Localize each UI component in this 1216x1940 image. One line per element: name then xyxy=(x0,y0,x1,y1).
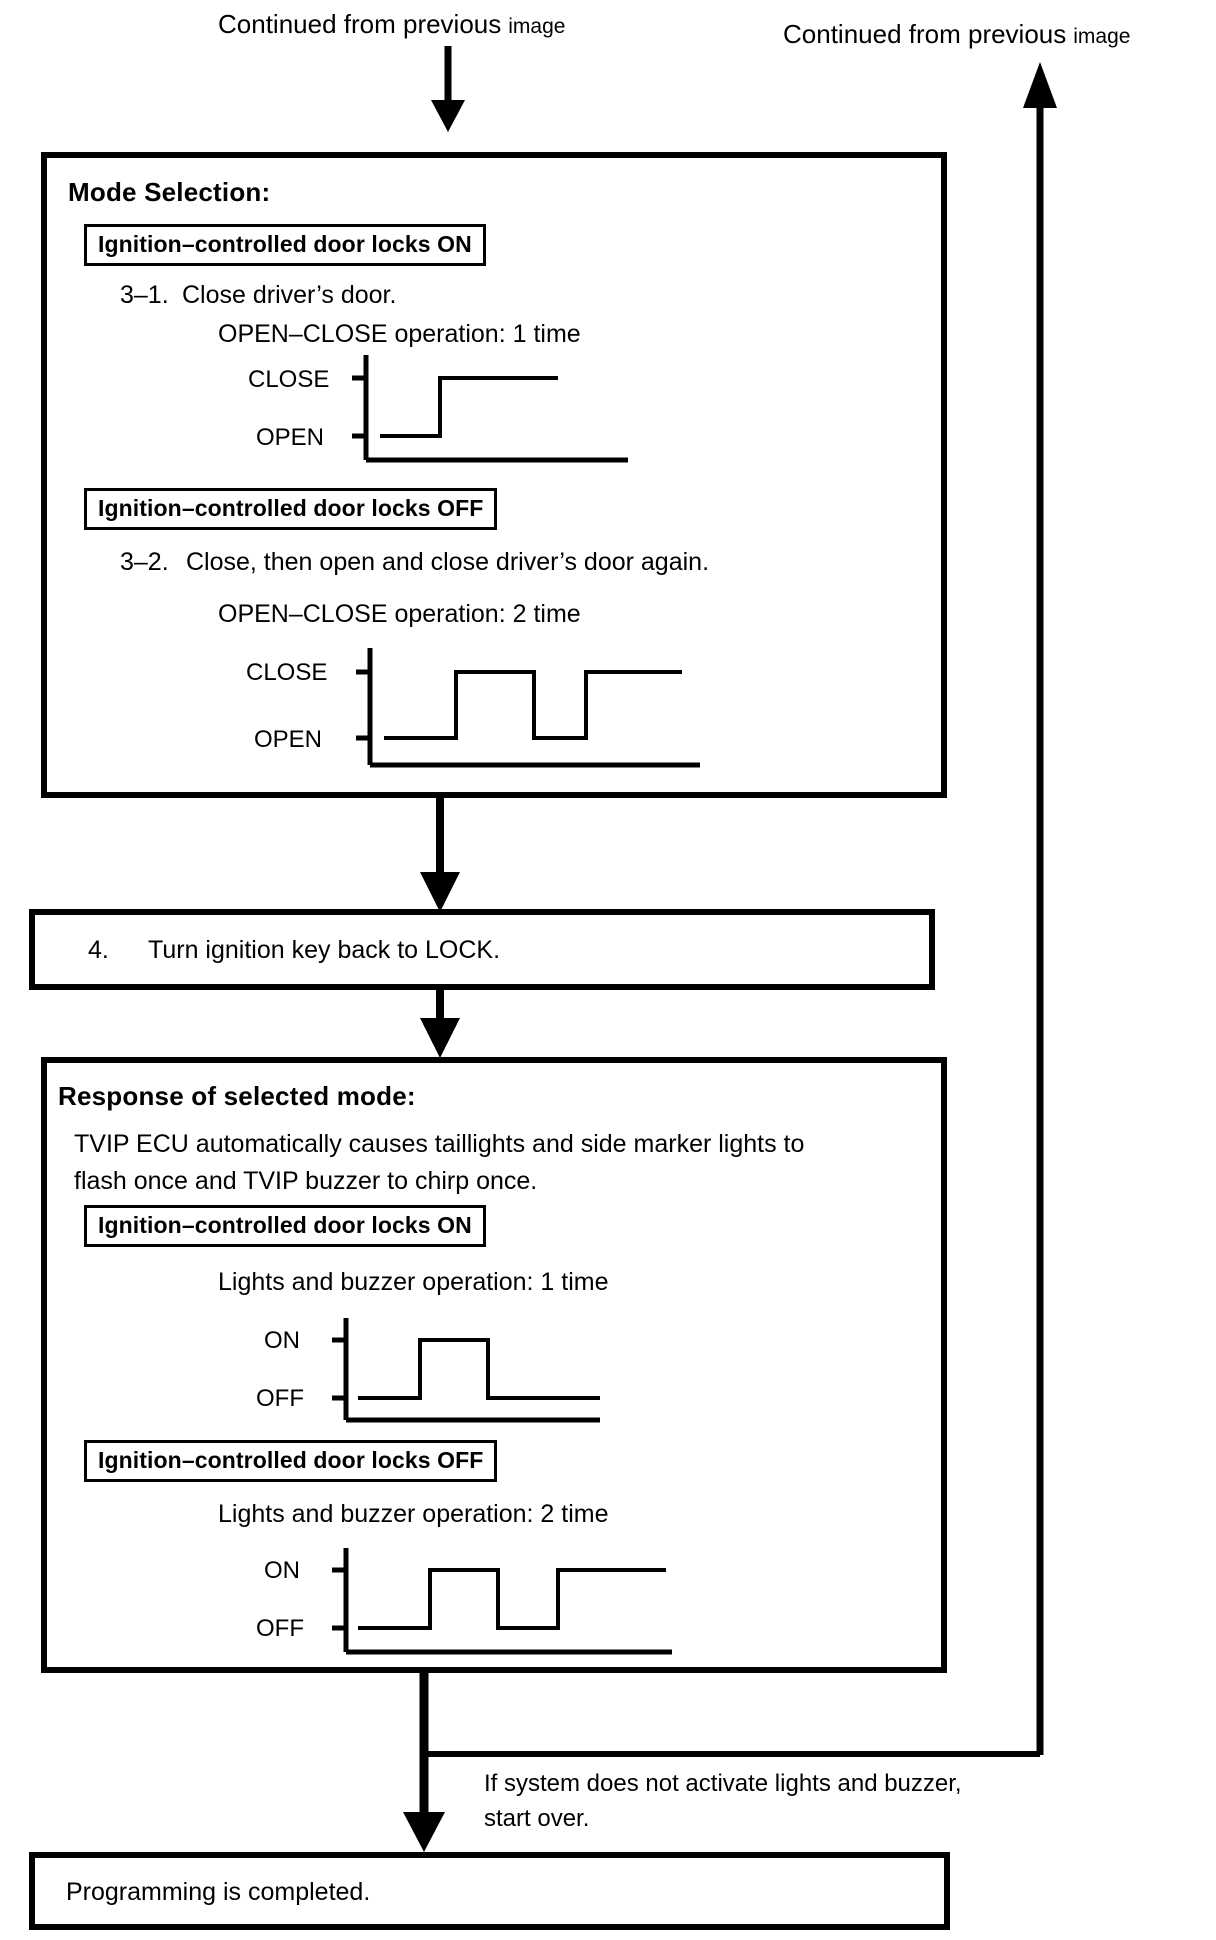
continued-label-left: Continued from previous image xyxy=(218,9,566,39)
response-mode-tag-off: Ignition–controlled door locks OFF xyxy=(84,1440,498,1482)
waveform-1-low-label: OPEN xyxy=(256,424,325,451)
waveform-2-low-label: OPEN xyxy=(254,726,323,753)
mode-tag-door-locks-on: Ignition–controlled door locks ON xyxy=(84,224,486,266)
step4-number: 4. xyxy=(88,936,109,964)
arrow-step4-to-response xyxy=(420,987,460,1058)
retry-note-line2: start over. xyxy=(484,1805,590,1832)
waveform-lights-2-time xyxy=(332,1548,672,1655)
return-arrow-up xyxy=(1023,62,1057,1755)
waveform-door-2-time xyxy=(356,648,700,768)
waveform-3-low-label: OFF xyxy=(256,1385,304,1412)
arrow-response-to-final xyxy=(403,1670,445,1852)
final-box-outline xyxy=(29,1852,950,1930)
response-heading: Response of selected mode: xyxy=(58,1081,416,1111)
response-body-line2: flash once and TVIP buzzer to chirp once… xyxy=(74,1167,538,1195)
mode-selection-heading: Mode Selection: xyxy=(68,177,271,207)
continued-label-left-main: Continued from previous xyxy=(218,9,502,39)
continued-label-right-main: Continued from previous xyxy=(783,19,1067,49)
waveform-lights-1-time xyxy=(332,1318,600,1423)
operation-text-door-1: OPEN–CLOSE operation: 1 time xyxy=(218,320,581,348)
step-3-2-text: Close, then open and close driver’s door… xyxy=(186,548,710,576)
waveform-3-high-label: ON xyxy=(264,1327,300,1354)
step-3-1-number: 3–1. xyxy=(120,281,169,309)
mode-tag-door-locks-off: Ignition–controlled door locks OFF xyxy=(84,488,498,530)
waveform-2-high-label: CLOSE xyxy=(246,659,328,686)
step4-text: Turn ignition key back to LOCK. xyxy=(148,936,501,964)
operation-text-door-2: OPEN–CLOSE operation: 2 time xyxy=(218,600,581,628)
continued-label-right: Continued from previous image xyxy=(783,19,1131,49)
waveform-4-low-label: OFF xyxy=(256,1615,304,1642)
arrow-mode-to-step4 xyxy=(420,795,460,912)
step-3-1-text: Close driver’s door. xyxy=(182,281,397,309)
final-box-text: Programming is completed. xyxy=(66,1878,371,1906)
continued-label-right-small: image xyxy=(1073,25,1131,48)
operation-text-lights-1: Lights and buzzer operation: 1 time xyxy=(218,1268,609,1296)
waveform-4-high-label: ON xyxy=(264,1557,300,1584)
response-mode-tag-on: Ignition–controlled door locks ON xyxy=(84,1205,486,1247)
retry-note-line1: If system does not activate lights and b… xyxy=(484,1770,962,1797)
continued-label-left-small: image xyxy=(508,15,566,38)
response-body-line1: TVIP ECU automatically causes taillights… xyxy=(74,1130,805,1158)
step4-box-outline xyxy=(29,909,935,990)
arrow-into-mode-selection xyxy=(431,46,465,132)
waveform-door-1-time xyxy=(352,355,628,463)
step-3-2-number: 3–2. xyxy=(120,548,169,576)
operation-text-lights-2: Lights and buzzer operation: 2 time xyxy=(218,1500,609,1528)
waveform-1-high-label: CLOSE xyxy=(248,366,330,393)
